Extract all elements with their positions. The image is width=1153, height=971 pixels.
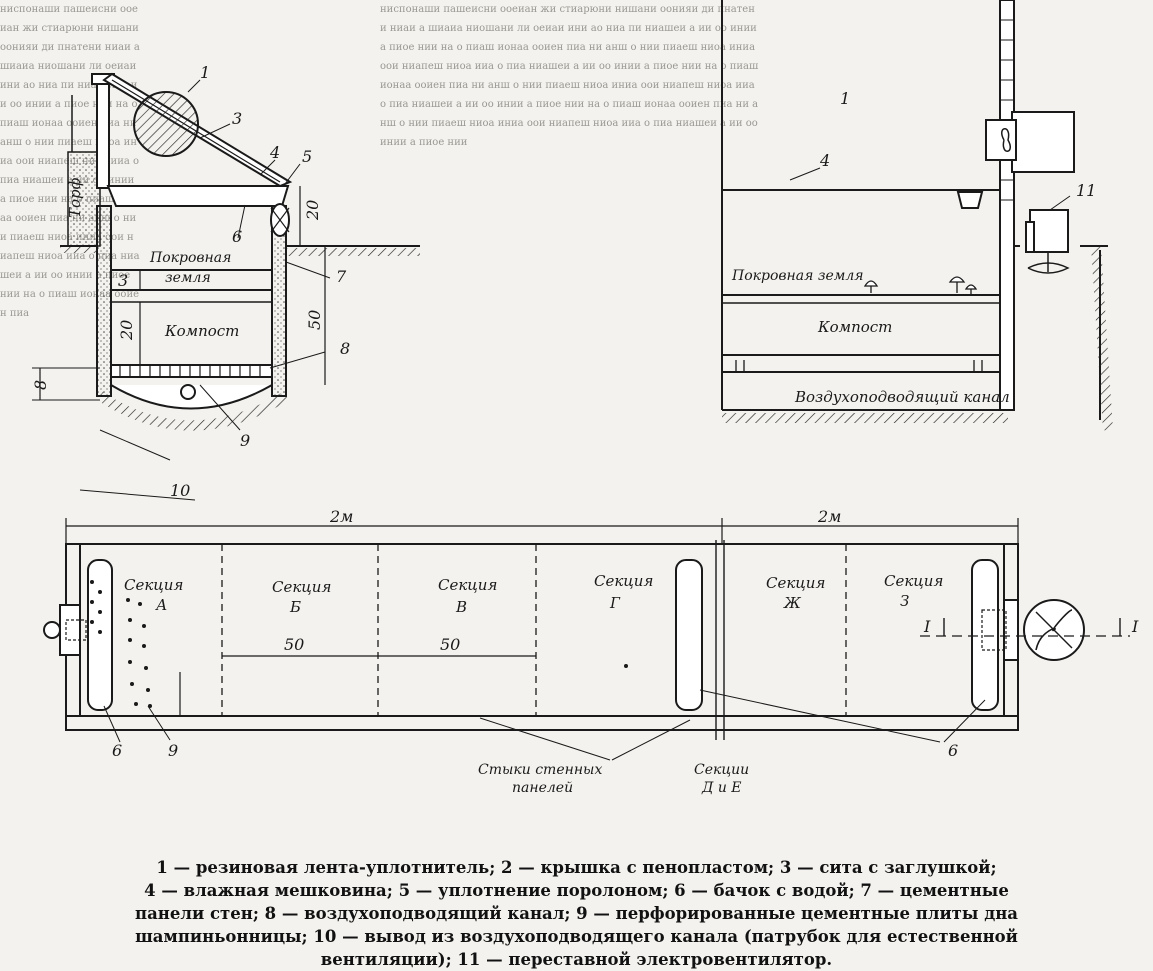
- lid-post: [96, 79, 110, 189]
- dim-50-b: 50: [440, 635, 460, 654]
- side-compost-label: Компост: [817, 318, 892, 336]
- callout-3: 3: [232, 109, 242, 128]
- dim-20: 20: [117, 320, 136, 341]
- side-wall: [999, 0, 1015, 411]
- section-z-word: Секция: [884, 572, 943, 590]
- section-a-letter: А: [155, 596, 167, 614]
- compost-label: Компост: [164, 322, 239, 340]
- peat-label: Торф: [66, 177, 84, 218]
- air-outlet: [180, 384, 196, 400]
- sections-de-line1: Секции: [694, 762, 749, 778]
- plan-callout-6-right: 6: [948, 741, 958, 760]
- dim-50: 50: [305, 310, 324, 330]
- dim-50-a: 50: [284, 635, 304, 654]
- water-tank-middle: [675, 559, 703, 711]
- joints-label-line1: Стыки стенных: [478, 762, 602, 778]
- perforation-dots: [90, 580, 628, 708]
- callout-6: 6: [232, 227, 242, 246]
- dim-20-top: 20: [303, 200, 322, 221]
- callout-5: 5: [302, 147, 312, 166]
- callout-1: 1: [200, 63, 210, 82]
- cut-mark-right: I: [1131, 617, 1139, 636]
- side-callout-11: 11: [1076, 181, 1096, 200]
- perforated-plate: [110, 364, 273, 378]
- fan-box-upper: [1011, 111, 1075, 173]
- section-view: [32, 72, 420, 461]
- cover-soil-text: Покровная: [149, 250, 231, 266]
- cover-soil-label: Покровная: [149, 250, 231, 266]
- dim-3: 3: [118, 271, 128, 290]
- plan-view-labels: 10 2м 2м Секция А Секция Б Секция В Секц…: [112, 481, 1139, 796]
- cut-mark-left: I: [923, 617, 931, 636]
- plan-callout-10: 10: [170, 481, 190, 500]
- side-view: [721, 0, 1113, 431]
- caption-line-3: панели стен; 8 — воздухоподводящий канал…: [135, 904, 1018, 923]
- caption-line-4: шампиньонницы; 10 — вывод из воздухоподв…: [135, 927, 1018, 946]
- section-a-word: Секция: [124, 576, 183, 594]
- sieve-circle: [133, 91, 199, 157]
- joints-label-line2: панелей: [512, 780, 573, 796]
- dim-2m-right: 2м: [817, 507, 841, 526]
- side-cover-soil-label: Покровная земля: [731, 268, 864, 284]
- plan-callout-6-left: 6: [112, 741, 122, 760]
- side-callout-4: 4: [819, 151, 830, 170]
- figure-caption: 1 — резиновая лента-уплотнитель; 2 — кры…: [20, 856, 1133, 971]
- side-air-channel-label: Воздухоподводящий канал: [794, 388, 1010, 406]
- fan-box-lower: [1029, 209, 1069, 253]
- plan-callout-9: 9: [168, 741, 178, 760]
- section-g-word: Секция: [594, 572, 653, 590]
- plan-outer-frame: [65, 543, 1019, 731]
- caption-line-5: вентиляции); 11 — переставной электровен…: [320, 950, 833, 969]
- side-callout-1: 1: [840, 89, 850, 108]
- callout-8: 8: [340, 339, 350, 358]
- dim-2m-left: 2м: [329, 507, 353, 526]
- section-zh-word: Секция: [766, 574, 825, 592]
- section-z-letter: З: [900, 592, 909, 610]
- burlap-tray: [106, 185, 290, 207]
- plan-view: [43, 489, 1130, 761]
- background-page-text-mid: ниспонаши пашеисни ооеиан жи стиарюни ни…: [380, 4, 759, 148]
- section-b-word: Секция: [272, 578, 331, 596]
- ventilation-outlet: [59, 604, 81, 656]
- section-b-letter: Б: [289, 598, 301, 616]
- section-zh-letter: Ж: [783, 594, 802, 612]
- section-g-letter: Г: [609, 594, 621, 612]
- section-v-letter: В: [455, 598, 467, 616]
- water-tank-right: [971, 559, 999, 711]
- section-v-word: Секция: [438, 576, 497, 594]
- side-view-labels: 1 4 11 Покровная земля Компост Воздухопо…: [731, 89, 1096, 406]
- callout-4: 4: [269, 143, 280, 162]
- caption-line-2: 4 — влажная мешковина; 5 — уплотнение по…: [144, 881, 1009, 900]
- dim-8: 8: [31, 380, 50, 390]
- section-view-labels: Торф Покровная земля Компост 3 20 20 50 …: [31, 63, 350, 450]
- callout-7: 7: [336, 267, 347, 286]
- sections-de-line2: Д и Е: [701, 780, 742, 796]
- caption-line-1: 1 — резиновая лента-уплотнитель; 2 — кры…: [156, 858, 997, 877]
- water-tank-left: [87, 559, 113, 711]
- callout-9: 9: [240, 431, 250, 450]
- cover-soil-label-line2: земля: [165, 270, 211, 286]
